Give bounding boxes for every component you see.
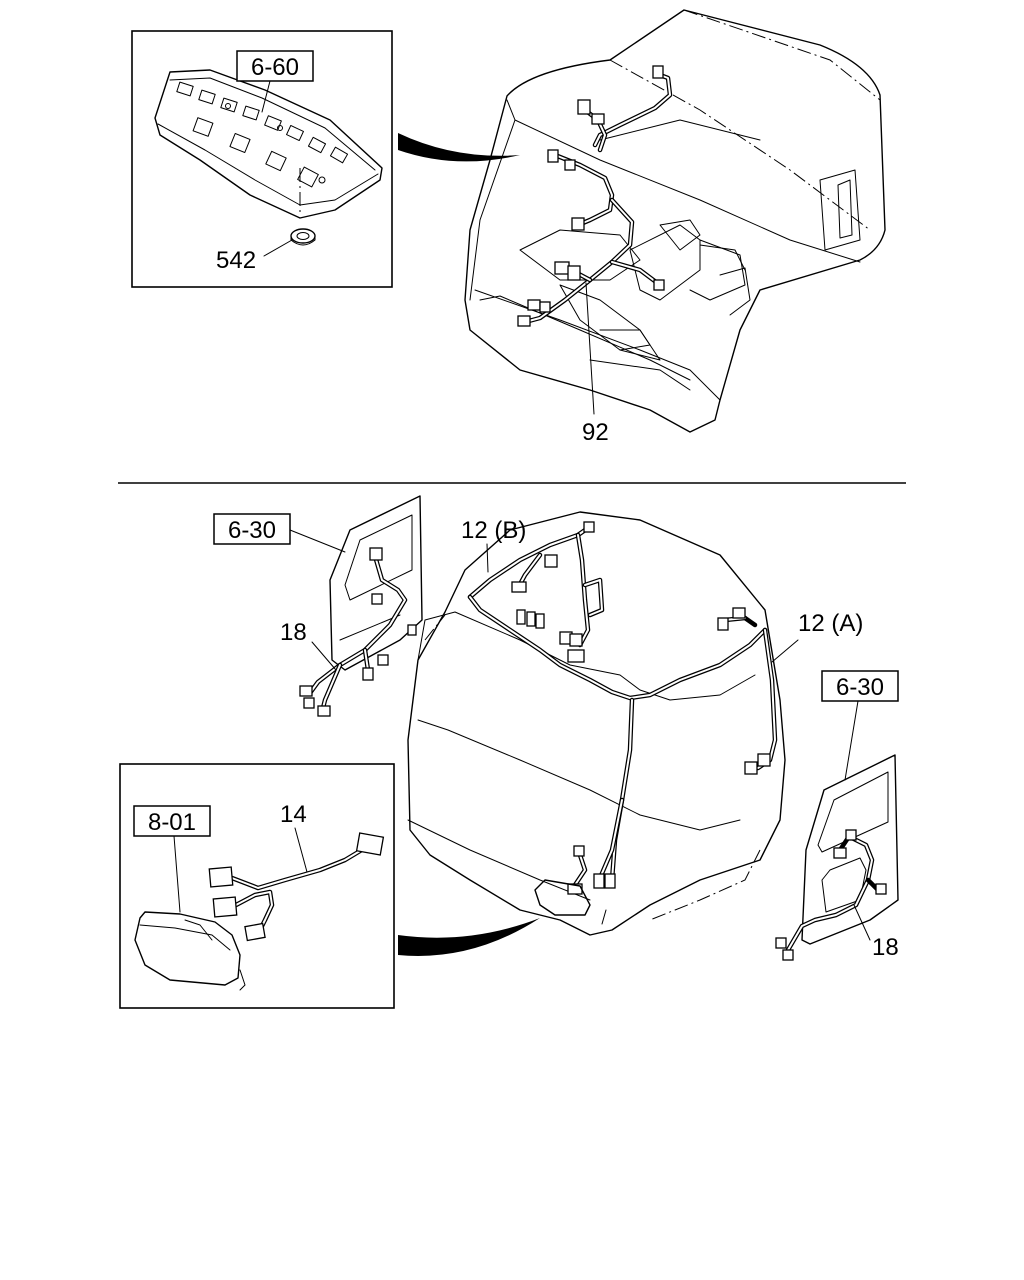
- left-door-harness: [299, 547, 417, 717]
- harness-12-a-b: [467, 521, 778, 925]
- callout-12-a: 12 (A): [798, 610, 863, 637]
- leader-8-01: [173, 835, 181, 913]
- callout-14: 14: [280, 801, 307, 828]
- front-grille-panel: [154, 69, 383, 219]
- right-door-drawing: [801, 754, 899, 945]
- leader-18-right: [853, 904, 871, 941]
- lamp-drawing: [134, 911, 246, 991]
- top-inset-panel: 542 6-60: [131, 30, 393, 288]
- pointer-arrow-top: [398, 133, 520, 162]
- callout-542: 542: [216, 247, 256, 274]
- left-door-drawing: [329, 495, 423, 671]
- lamp-inset-panel: 8-01 14: [119, 763, 395, 1009]
- ref-label-6-60: 6-60: [251, 54, 299, 81]
- leader-12-b: [486, 543, 489, 573]
- callout-92: 92: [582, 419, 609, 446]
- leader-92: [585, 282, 595, 415]
- callout-18-left: 18: [280, 619, 307, 646]
- harness-92: [517, 65, 673, 327]
- ref-label-6-30-right: 6-30: [836, 674, 884, 701]
- pointer-arrow-bottom: [398, 918, 540, 956]
- leader-18-left: [311, 641, 337, 671]
- cab-interior-drawing: [464, 9, 886, 433]
- leader-6-60: [261, 80, 271, 113]
- ref-box-6-60: [236, 50, 314, 82]
- ref-box-6-30-left: [213, 513, 291, 545]
- lamp-harness-14: [208, 832, 385, 942]
- cab-exterior-drawing: [407, 511, 786, 936]
- right-door-harness: [775, 829, 887, 961]
- ref-box-8-01: [133, 805, 211, 837]
- ref-box-6-30-right: [821, 670, 899, 702]
- leader-12-a: [771, 639, 799, 663]
- leader-6-30-left: [289, 529, 346, 553]
- ref-label-8-01: 8-01: [148, 809, 196, 836]
- leader-542: [263, 239, 293, 257]
- ref-label-6-30-left: 6-30: [228, 517, 276, 544]
- callout-18-right: 18: [872, 934, 899, 961]
- leader-6-30-right: [844, 700, 859, 781]
- leader-14: [294, 827, 308, 873]
- callout-12-b: 12 (B): [461, 517, 526, 544]
